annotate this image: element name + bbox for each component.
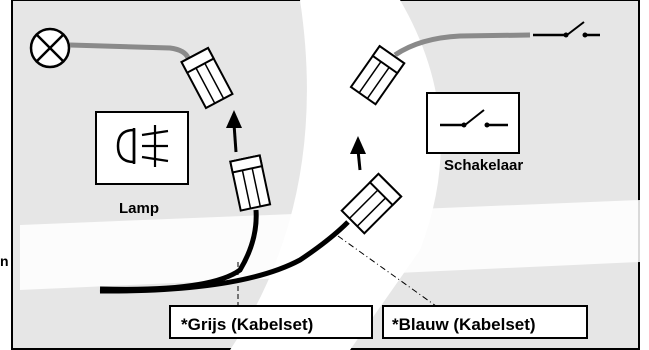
switch-grey-wire xyxy=(393,32,531,58)
lamp-cross-circle-icon xyxy=(29,27,71,69)
edge-fragment-text: n xyxy=(0,253,9,269)
watermark-band xyxy=(20,200,640,290)
blue-leader-line xyxy=(337,235,437,307)
lamp-label: Lamp xyxy=(119,200,159,217)
grey-connector-callout: *Grijs (Kabelset) xyxy=(169,305,373,339)
lamp-grey-wire xyxy=(69,42,191,60)
lamp-side-connector xyxy=(180,46,234,110)
blue-connect-arrow xyxy=(350,136,366,171)
grey-connect-arrow xyxy=(226,110,242,153)
blue-kit-black-wire xyxy=(99,220,350,294)
switch-symbol-top xyxy=(533,21,600,38)
switch-side-connector xyxy=(349,44,406,106)
switch-label: Schakelaar xyxy=(444,157,523,174)
blue-connector-callout: *Blauw (Kabelset) xyxy=(382,305,588,339)
blue-connector-label: *Blauw (Kabelset) xyxy=(392,315,536,334)
grey-kit-connector xyxy=(229,154,272,212)
switch-icon xyxy=(426,92,520,154)
fog-light-icon xyxy=(95,111,189,185)
grey-connector-label: *Grijs (Kabelset) xyxy=(181,315,313,334)
blue-kit-connector xyxy=(340,172,403,235)
